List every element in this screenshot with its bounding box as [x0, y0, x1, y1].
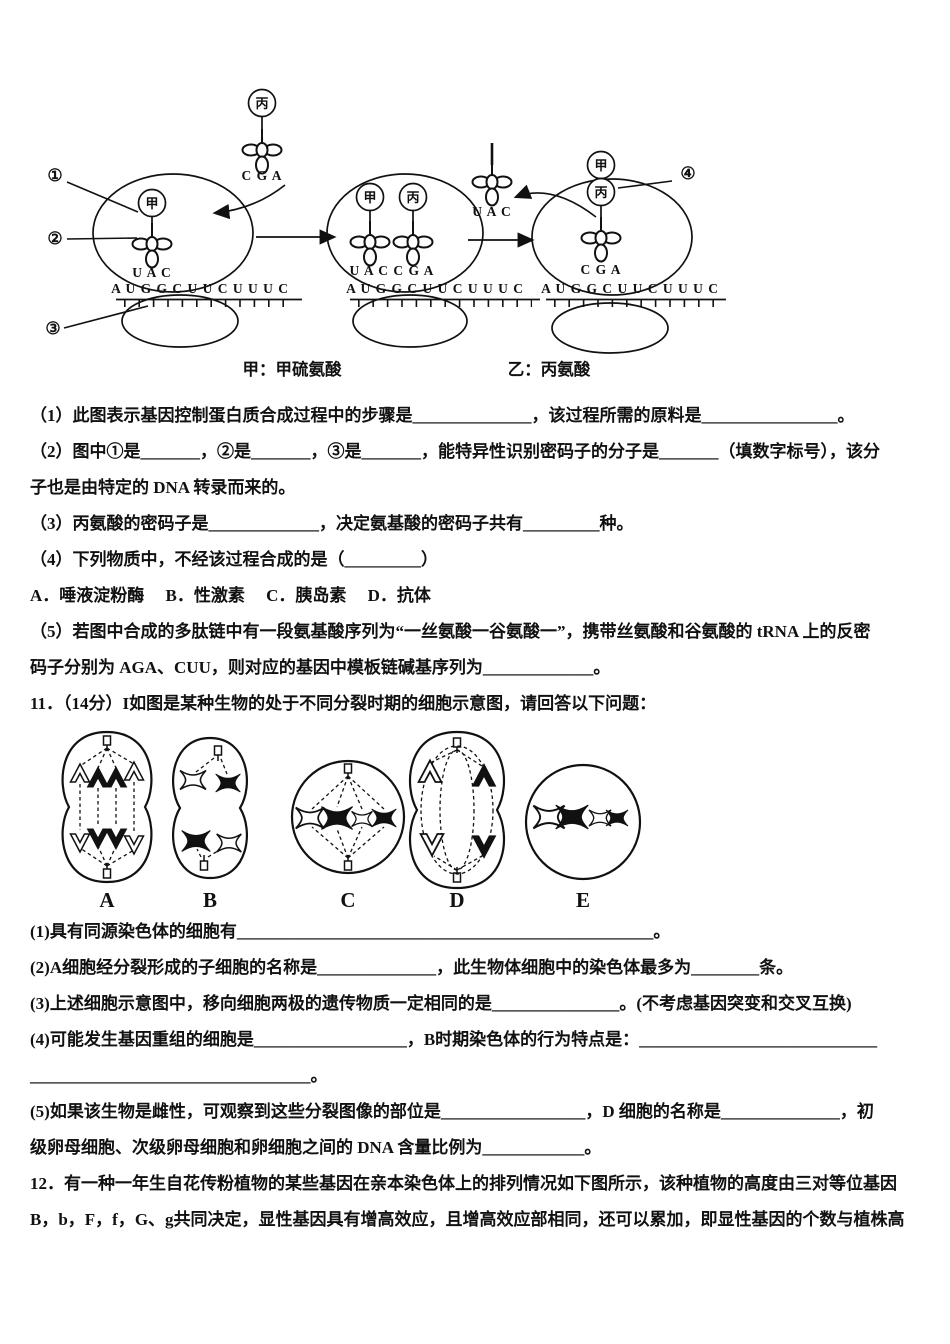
- spindle-c: [311, 775, 385, 859]
- leader-mark-3: [63, 305, 149, 329]
- cell-label-d: D: [449, 888, 464, 912]
- ribosome-3: [531, 178, 726, 354]
- leaving-trna: [471, 143, 597, 218]
- q10-line-2: （2）图中①是_______，②是_______，③是_______，能特异性识…: [30, 442, 880, 461]
- q11-intro: 11．（14分）I如图是某种生物的处于不同分裂时期的细胞示意图，请回答以下问题：: [30, 694, 657, 713]
- trnas-ribosome-2: [349, 182, 434, 267]
- q11-line-4: (4)可能发生基因重组的细胞是__________________，B时期染色体…: [30, 1030, 878, 1049]
- leader-mark-4: [617, 180, 673, 189]
- spindle-a: [79, 747, 135, 867]
- cell-label-e: E: [576, 888, 590, 912]
- amino-jia-r3: 甲: [594, 158, 607, 173]
- q10-line-8: 码子分别为 AGA、CUU，则对应的基因中模板链碱基序列为___________…: [30, 658, 611, 677]
- cell-b: [172, 736, 248, 880]
- cell-d: [408, 730, 506, 890]
- mark-3: ③: [45, 319, 60, 338]
- amino-bing-r2: 丙: [406, 190, 419, 205]
- q11-line-2: (2)A细胞经分裂形成的子细胞的名称是______________，此生物体细胞…: [30, 958, 794, 977]
- spindle-b: [195, 757, 228, 858]
- anticodon-r2: U A C C G A: [350, 263, 435, 278]
- cell-c: [290, 759, 406, 875]
- question-11-12-block: (1)具有同源染色体的细胞有__________________________…: [0, 914, 950, 1238]
- anticodon-r1: U A C: [132, 265, 172, 280]
- q11-line-1: (1)具有同源染色体的细胞有__________________________…: [30, 922, 671, 941]
- cell-label-a: A: [99, 888, 115, 912]
- caption-jia: 甲：甲硫氨酸: [243, 359, 343, 379]
- q10-line-1: （1）此图表示基因控制蛋白质合成过程中的步骤是______________，该过…: [30, 406, 855, 425]
- question-10-block: （1）此图表示基因控制蛋白质合成过程中的步骤是______________，该过…: [0, 398, 950, 722]
- ribosome-1: [92, 173, 302, 348]
- q12-line-1: 12．有一种一年生自花传粉植物的某些基因在亲本染色体上的排列情况如下图所示，该种…: [30, 1174, 897, 1193]
- amino-bing-incoming: 丙: [255, 96, 268, 111]
- cell-label-c: C: [340, 888, 355, 912]
- incoming-trna: [212, 88, 286, 220]
- cell-division-diagram: A B C D E: [61, 730, 642, 912]
- leader-cga-arrow: [212, 184, 286, 220]
- caption-yi: 乙：丙氨酸: [508, 359, 591, 379]
- anticodon-leaving: U A C: [472, 204, 512, 219]
- dipeptide-trna-ribosome-3: [580, 150, 622, 263]
- q12-line-2: B，b，F，f，G、g共同决定，显性基因具有增高效应，且增高效应部相同，还可以累…: [30, 1210, 905, 1229]
- q10-line-7: （5）若图中合成的多肽链中有一段氨基酸序列为“一丝氨酸一谷氨酸一”，携带丝氨酸和…: [30, 622, 871, 641]
- anticodon-incoming: C G A: [241, 168, 282, 183]
- anticodon-r3: C G A: [580, 262, 621, 277]
- q10-line-4: （3）丙氨酸的密码子是_____________，决定氨基酸的密码子共有____…: [30, 514, 634, 533]
- mark-1: ①: [47, 166, 62, 185]
- q11-line-5: _________________________________。: [30, 1066, 328, 1085]
- translation-diagram: ① ② ③ ④ 丙 C G A 甲 U A C A U G G C U U C …: [45, 88, 726, 379]
- q11-line-7: 级卵母细胞、次级卵母细胞和卵细胞之间的 DNA 含量比例为___________…: [30, 1138, 602, 1157]
- trna-ribosome-1: [131, 188, 173, 269]
- cell-a: [61, 730, 153, 884]
- leader-mark-1: [66, 181, 139, 213]
- amino-jia-r1: 甲: [145, 196, 158, 211]
- leader-mark-2: [66, 237, 138, 240]
- q11-line-3: (3)上述细胞示意图中，移向细胞两极的遗传物质一定相同的是___________…: [30, 994, 852, 1013]
- mrna-r2: A U G G C U U C U U U C: [346, 281, 524, 296]
- q10-line-3: 子也是由特定的 DNA 转录而来的。: [30, 478, 296, 497]
- q10-line-5: （4）下列物质中，不经该过程合成的是（_________）: [30, 550, 438, 569]
- spindle-d: [420, 745, 494, 875]
- cell-label-b: B: [203, 888, 217, 912]
- amino-bing-r3: 丙: [594, 185, 607, 200]
- mrna-r3: A U G G C U U C U U U C: [541, 281, 719, 296]
- q10-options: A．唾液淀粉酶 B．性激素 C．胰岛素 D．抗体: [30, 586, 431, 605]
- amino-jia-r2: 甲: [363, 190, 376, 205]
- q11-line-6: (5)如果该生物是雌性，可观察到这些分裂图像的部位是______________…: [30, 1102, 874, 1121]
- cell-e: [524, 763, 642, 881]
- mrna-r1: A U G G C U U C U U U C: [111, 281, 289, 296]
- mark-4: ④: [680, 164, 695, 183]
- mark-2: ②: [47, 229, 62, 248]
- leader-leaving-arrow: [513, 184, 597, 218]
